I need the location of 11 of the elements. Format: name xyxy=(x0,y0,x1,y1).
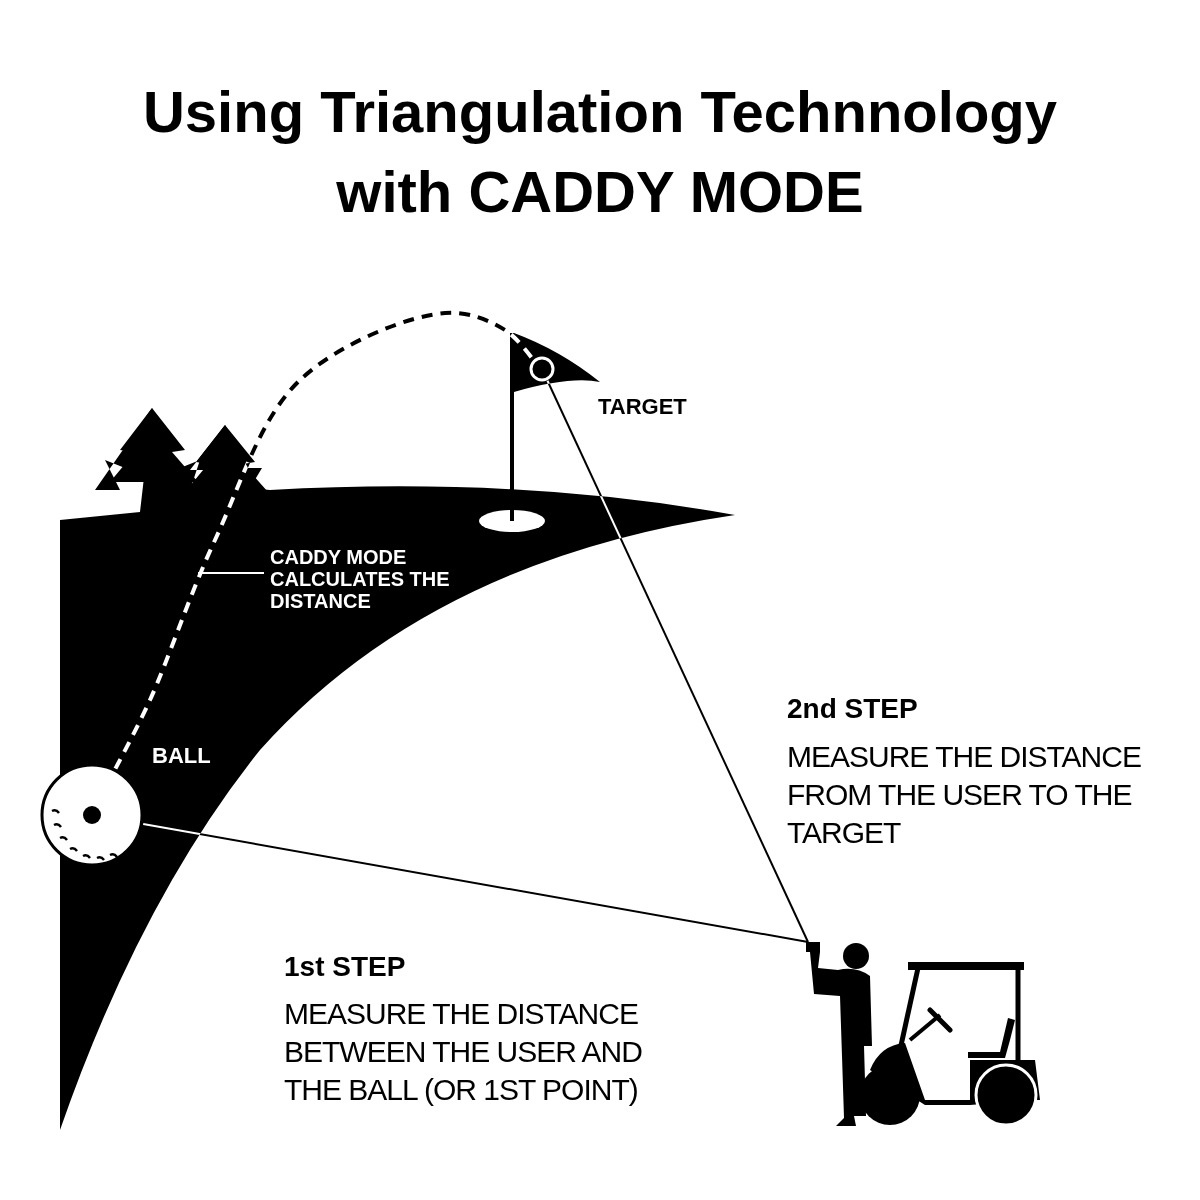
step-heading: 1st STEP xyxy=(284,950,407,984)
step-description: MEASURE THE DISTANCE FROM THE USER TO THE TARGET xyxy=(787,739,1142,851)
part-label: BALL xyxy=(152,743,211,769)
part-label: TARGET xyxy=(598,394,687,420)
target-icon xyxy=(529,356,555,382)
step-description: MEASURE THE DISTANCE BETWEEN THE USER AND THE BALL (OR 1ST POINT) xyxy=(284,996,643,1108)
golf-ball-icon xyxy=(40,763,144,867)
callout-text: CADDY MODE CALCULATES THE DISTANCE xyxy=(270,546,500,616)
step-heading: 2nd STEP xyxy=(787,692,919,726)
title: Using Triangulation Technnology with CADDY MODE xyxy=(141,78,1058,226)
leader-line xyxy=(197,572,265,574)
